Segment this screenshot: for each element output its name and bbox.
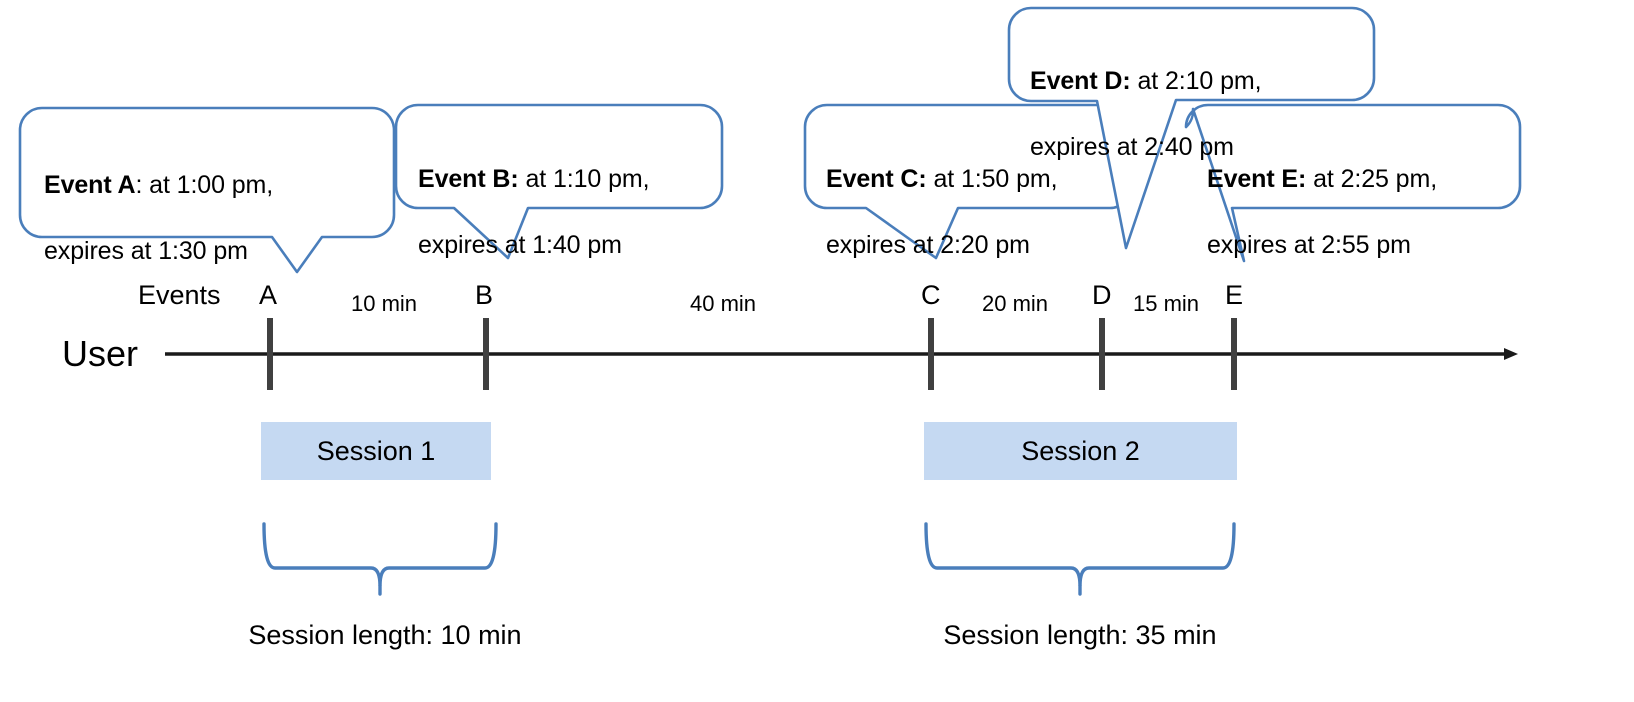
callout-line2-event-d: expires at 2:40 pm [1030,133,1234,161]
callout-line2-event-b: expires at 1:40 pm [418,231,622,259]
session-box-label-1: Session 1 [316,435,436,466]
user-row-label: User [62,333,139,374]
callout-label-event-e: Event E [1207,165,1298,193]
events-row-label: Events [138,280,221,310]
marker-label-c: C [921,280,941,310]
callout-line1-event-b: at 1:10 pm, [518,165,650,193]
callout-label-event-d: Event D [1030,67,1123,95]
callout-line2-event-e: expires at 2:55 pm [1207,231,1411,259]
callout-label-event-c: Event C [826,165,919,193]
callout-text-event-e: Event E: at 2:25 pm, expires at 2:55 pm [1207,130,1525,262]
interval-label-c-d: 20 min [982,291,1049,316]
callout-bubble-event-a [18,106,396,274]
callout-text-event-a: Event A: at 1:00 pm, expires at 1:30 pm [44,136,390,268]
callout-text-event-b: Event B: at 1:10 pm, expires at 1:40 pm [418,130,728,262]
session-box-session-1: Session 1 [261,422,491,480]
callout-bubble-event-d [1007,6,1376,250]
callout-line1-event-e: at 2:25 pm, [1306,165,1438,193]
marker-label-a: A [259,280,278,310]
session-length-caption-1: Session length: 10 min [248,620,522,650]
callout-sep-event-c: : [918,165,927,193]
callout-text-event-c: Event C: at 1:50 pm, expires at 2:20 pm [826,130,1138,262]
interval-label-b-c: 40 min [690,291,757,316]
callout-bubble-event-b [394,103,724,260]
session-length-caption-2: Session length: 35 min [943,620,1217,650]
callout-line2-event-c: expires at 2:20 pm [826,231,1030,259]
session-box-label-2: Session 2 [1021,435,1140,466]
brace-session-2 [924,522,1236,596]
callout-label-event-b: Event B [418,165,511,193]
callout-sep-event-e: : [1298,165,1307,193]
callout-text-event-d: Event D: at 2:10 pm, expires at 2:40 pm [1030,32,1360,164]
callout-line1-event-a: at 1:00 pm, [142,171,274,199]
brace-session-1 [262,522,498,596]
marker-label-d: D [1092,280,1112,310]
callout-line2-event-a: expires at 1:30 pm [44,237,248,265]
marker-label-e: E [1225,280,1244,310]
callout-line1-event-d: at 2:10 pm, [1130,67,1262,95]
marker-label-b: B [475,280,494,310]
callout-line1-event-c: at 1:50 pm, [926,165,1058,193]
callout-label-event-a: Event A [44,171,136,199]
callout-sep-event-b: : [510,165,519,193]
interval-label-a-b: 10 min [351,291,418,316]
callout-sep-event-a: : [135,171,143,199]
callout-sep-event-d: : [1122,67,1131,95]
interval-label-d-e: 15 min [1133,291,1200,316]
callout-bubble-event-e [1184,103,1522,263]
session-box-session-2: Session 2 [924,422,1237,480]
